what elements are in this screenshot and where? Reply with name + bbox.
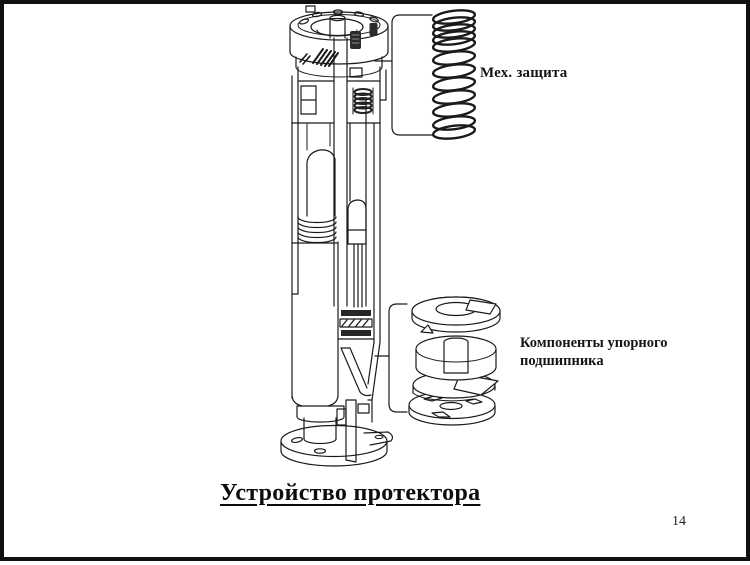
bearing-split-ring: [415, 335, 497, 381]
callout-bracket-bottom: [374, 303, 408, 413]
protector-internal-assembly: [336, 99, 381, 463]
coil-spring-figure: [431, 9, 477, 140]
slide-canvas: Мех. защита Компоненты упорного подшипни…: [4, 4, 746, 557]
protector-cutaway-drawing: [280, 5, 501, 467]
protector-base-flange: [280, 424, 394, 467]
protector-head-flange: [289, 5, 389, 78]
bearing-top-washer: [411, 296, 501, 334]
figure-title: Устройство протектора: [220, 480, 481, 506]
callout-label-mech-protection: Мех. защита: [480, 65, 568, 81]
page-number: 14: [672, 514, 686, 529]
callout-bracket-top: [374, 14, 433, 136]
protector-shaft: [333, 37, 348, 307]
bearing-base-plate: [408, 390, 496, 426]
thrust-bearing-figure: [408, 296, 501, 426]
protector-body-shell: [291, 123, 345, 440]
protector-neck-section: [291, 66, 387, 125]
callout-label-thrust-bearing: Компоненты упорного подшипника: [520, 335, 668, 369]
